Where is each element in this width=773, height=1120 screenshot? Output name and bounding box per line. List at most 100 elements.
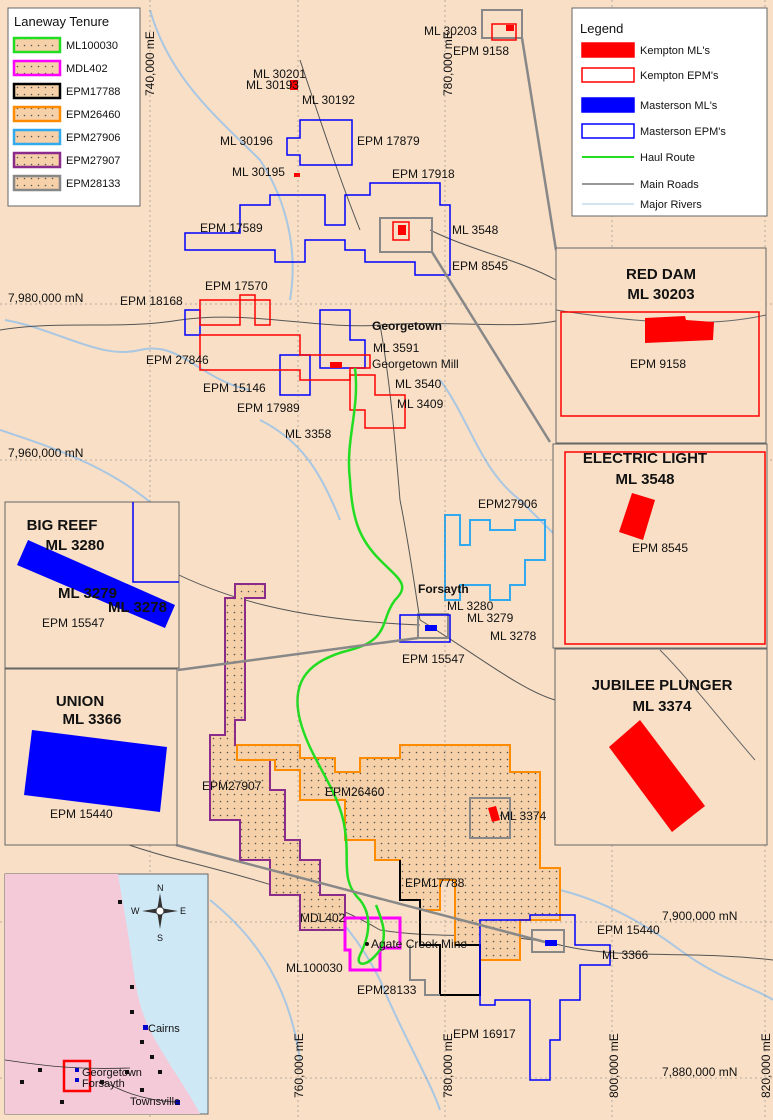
svg-text:ML 3366: ML 3366 (63, 711, 122, 728)
svg-text:Cairns: Cairns (148, 1023, 180, 1035)
legend-label: Main Roads (640, 179, 699, 191)
svg-text:ML 3280: ML 3280 (46, 537, 105, 554)
main-legend-title: Legend (580, 21, 623, 36)
inset-union: UNION ML 3366 EPM 15440 (4, 668, 178, 846)
epm28133-box-3280 (417, 613, 449, 639)
svg-text:EPM 9158: EPM 9158 (630, 357, 686, 371)
label-epm17788: EPM17788 (405, 876, 465, 890)
major-rivers (0, 9, 773, 1111)
tenure-swatch (12, 128, 62, 146)
label-ml3409: ML 3409 (397, 397, 444, 411)
svg-text:7,980,000 mN: 7,980,000 mN (8, 291, 83, 305)
tenure-legend-label: EPM28133 (66, 178, 120, 190)
svg-text:ML 3278: ML 3278 (108, 599, 167, 616)
svg-text:ML 3374: ML 3374 (633, 698, 693, 715)
tenure-swatch (12, 105, 62, 123)
tenure-legend: Laneway Tenure ML100030MDL402EPM17788EPM… (7, 7, 141, 207)
label-mdl402: MDL402 (300, 911, 346, 925)
label-ml30195: ML 30195 (232, 165, 285, 179)
svg-text:N: N (157, 883, 164, 893)
label-ml3366: ML 3366 (602, 948, 649, 962)
epm28133-box-3374 (469, 797, 511, 839)
kempton-mls (290, 25, 514, 822)
locator-highlight-box (62, 1059, 92, 1093)
red-dam-epm-outline (560, 311, 760, 417)
tenure-legend-title: Laneway Tenure (14, 14, 109, 29)
legend-label: Masterson EPM's (640, 126, 726, 138)
label-ml30201: ML 30201 (253, 67, 306, 81)
epm28133-box-3366 (531, 929, 565, 953)
label-epm15547: EPM 15547 (402, 652, 465, 666)
legend-swatch (581, 97, 635, 113)
inset-connectors (175, 37, 558, 944)
svg-text:Townsville: Townsville (130, 1096, 180, 1108)
epm28133-box-30203 (481, 9, 523, 39)
tenure-legend-label: MDL402 (66, 63, 108, 75)
label-epm15146: EPM 15146 (203, 381, 266, 395)
legend-label: Major Rivers (640, 199, 702, 211)
label-epm28133: EPM28133 (357, 983, 417, 997)
label-ml3548: ML 3548 (452, 223, 499, 237)
town-agate-creek: Agate Creek Mine (371, 937, 467, 951)
svg-text:EPM 15547: EPM 15547 (42, 616, 105, 630)
coordinate-labels: 740,000 mE 760,000 mE 780,000 mE 780,000… (8, 31, 773, 1098)
label-epm18168: EPM 18168 (120, 294, 183, 308)
jubilee-ml-fill (609, 720, 705, 832)
svg-text:UNION: UNION (56, 693, 104, 710)
label-ml3280: ML 3280 (447, 599, 494, 613)
label-ml3358: ML 3358 (285, 427, 332, 441)
svg-text:JUBILEE PLUNGER: JUBILEE PLUNGER (592, 677, 733, 694)
legend-swatch (581, 123, 635, 139)
x-label-780-top: 780,000 mE (441, 31, 455, 96)
red-dam-ml-fill (645, 316, 714, 343)
town-georgetown: Georgetown (372, 319, 442, 333)
epm27906-polygon (444, 514, 546, 601)
x-label-780-bottom: 780,000 mE (441, 1033, 455, 1098)
big-reef-ml-fill (17, 540, 175, 628)
label-epm26460: EPM26460 (325, 785, 385, 799)
tenure-legend-label: EPM26460 (66, 109, 120, 121)
label-epm27907: EPM27907 (202, 779, 262, 793)
label-ml100030: ML100030 (286, 961, 343, 975)
legend-swatch (581, 67, 635, 83)
label-ml30203: ML 30203 (424, 24, 477, 38)
svg-text:W: W (131, 906, 140, 916)
svg-text:ML 3548: ML 3548 (616, 471, 675, 488)
towns: Georgetown Forsayth Agate Creek Mine (365, 319, 469, 951)
inset-big-reef: BIG REEF ML 3280 ML 3279 ML 3278 EPM 155… (4, 501, 180, 669)
inset-electric-light: ELECTRIC LIGHT ML 3548 EPM 8545 (552, 443, 768, 649)
svg-text:ELECTRIC LIGHT: ELECTRIC LIGHT (583, 450, 707, 467)
tenement-labels: ML 30203 EPM 9158 ML 30201 ML 30193 ML 3… (120, 24, 660, 1041)
electric-light-ml-fill (619, 493, 655, 540)
svg-text:Georgetown: Georgetown (82, 1067, 142, 1079)
svg-text:ML 3279: ML 3279 (58, 585, 117, 602)
inset-red-dam: RED DAM ML 30203 EPM 9158 (555, 247, 767, 444)
epm28133-polygon (409, 945, 440, 996)
label-epm17589: EPM 17589 (200, 221, 263, 235)
legend-label: Haul Route (640, 152, 695, 164)
epm27907-polygon (209, 583, 346, 931)
tenure-swatch (12, 151, 62, 169)
svg-text:760,000 mE: 760,000 mE (292, 1033, 306, 1098)
tenure-swatch (12, 174, 62, 192)
label-ml3591: ML 3591 (373, 341, 420, 355)
label-ml3279: ML 3279 (467, 611, 514, 625)
svg-text:S: S (157, 933, 163, 943)
label-epm17879: EPM 17879 (357, 134, 420, 148)
label-ml30192: ML 30192 (302, 93, 355, 107)
label-epm27906: EPM27906 (478, 497, 538, 511)
label-epm16917: EPM 16917 (453, 1027, 516, 1041)
haul-route (296, 367, 404, 965)
label-epm8545: EPM 8545 (452, 259, 508, 273)
tenure-swatch (12, 82, 62, 100)
label-georgetown-mill: Georgetown Mill (372, 357, 459, 371)
svg-text:7,960,000 mN: 7,960,000 mN (8, 446, 83, 460)
svg-text:EPM 8545: EPM 8545 (632, 541, 688, 555)
compass-icon: N S E W (131, 883, 186, 943)
epm28133-box-3548 (379, 217, 433, 253)
legend-label: Masterson ML's (640, 100, 718, 112)
agate-creek-marker (365, 942, 369, 946)
